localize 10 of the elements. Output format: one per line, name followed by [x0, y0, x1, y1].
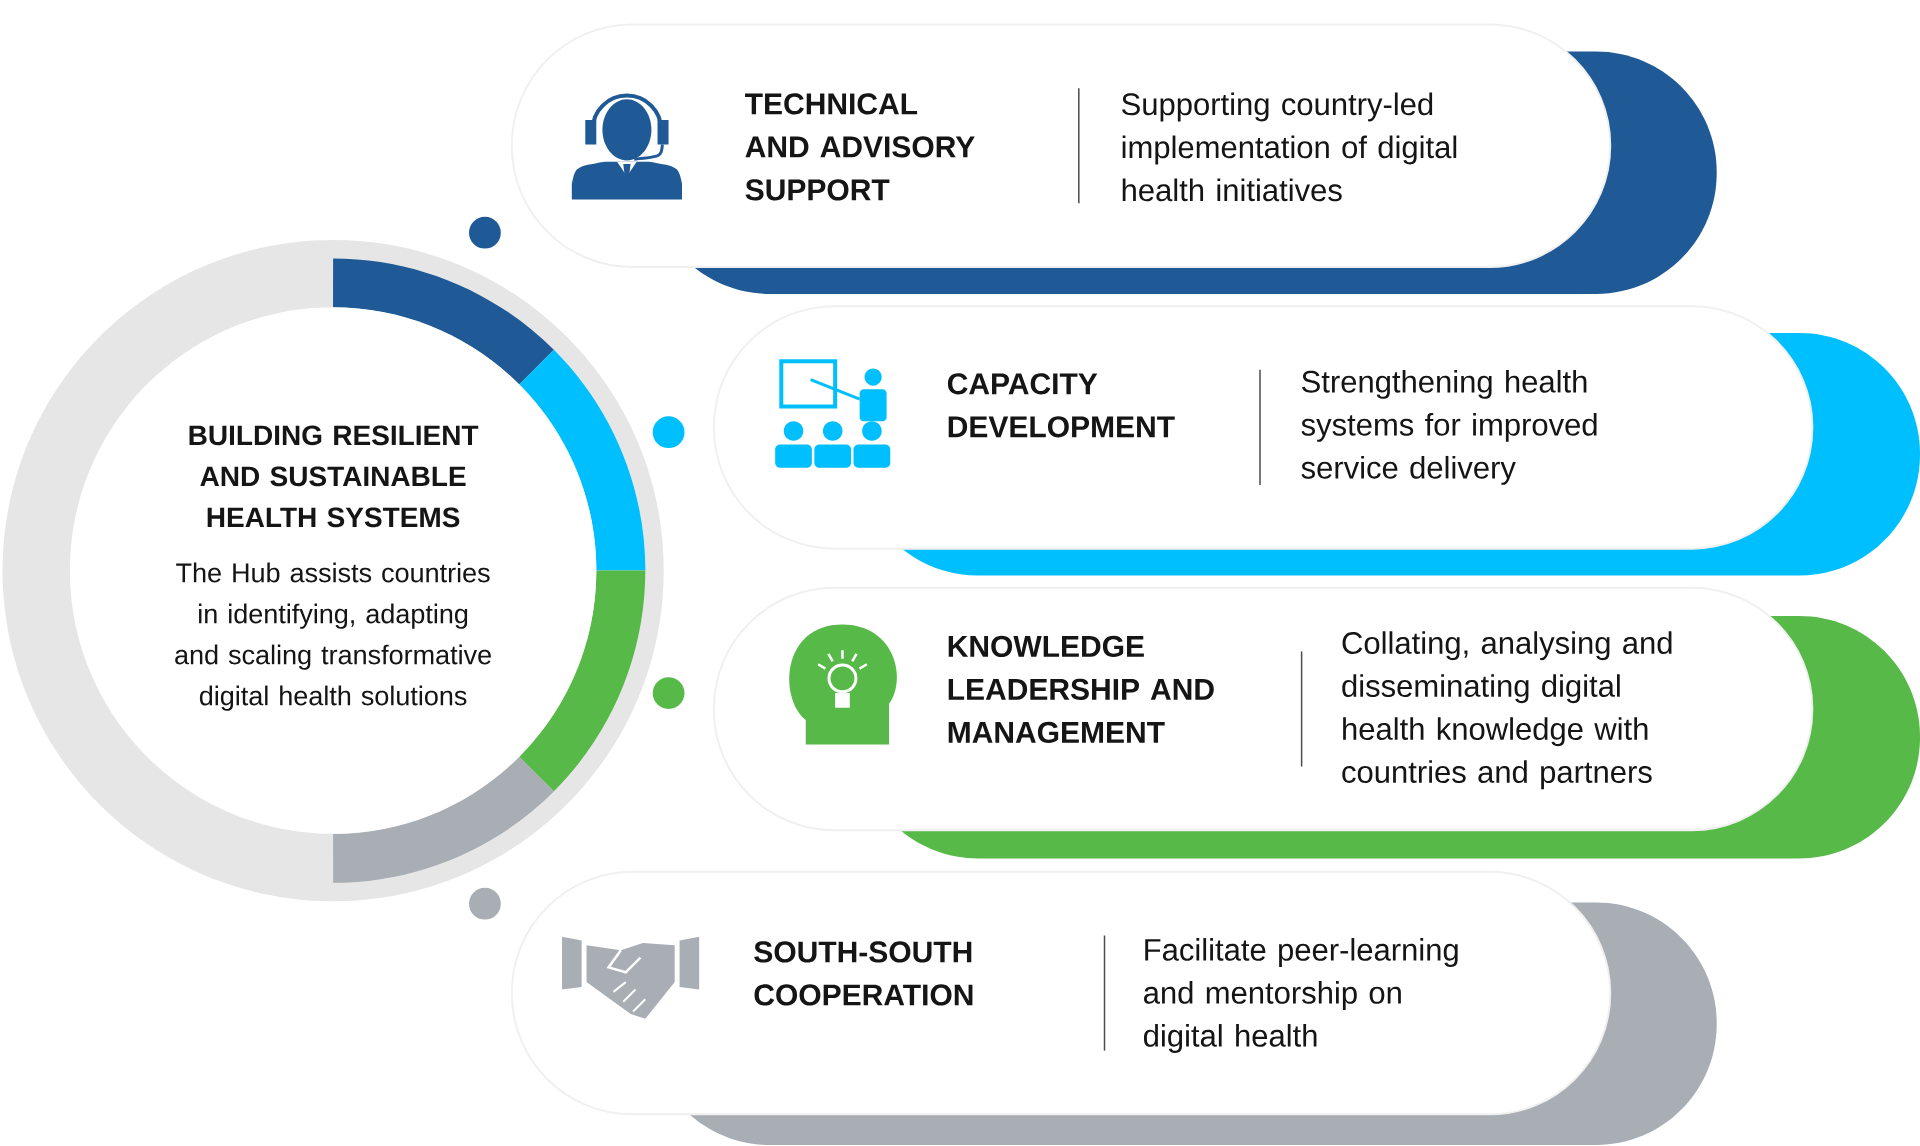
description: Collating, analysing and disseminating digital health knowledge with countries and partners [1342, 631, 1672, 790]
description: Strengthening health systems for improved service delivery [1301, 369, 1597, 485]
heading: TECHNICAL AND ADVISORY SUPPORT [745, 93, 975, 201]
heading: KNOWLEDGE LEADERSHIP AND MANAGEMENT [948, 635, 1214, 743]
description: Facilitate peer-learning and mentorship on digital health [1144, 938, 1458, 1053]
description: Supporting country-led implementation of digital health initiatives [1122, 92, 1457, 202]
heading: BUILDING RESILIENT AND SUSTAINABLE HEALTH SYSTEMS [189, 425, 479, 528]
description: The Hub assists countries in identifying, adapting and scaling transformative digital health solutions [175, 562, 491, 711]
heading: CAPACITY DEVELOPMENT [947, 373, 1175, 438]
heading: SOUTH-SOUTH COOPERATION [754, 941, 973, 1006]
